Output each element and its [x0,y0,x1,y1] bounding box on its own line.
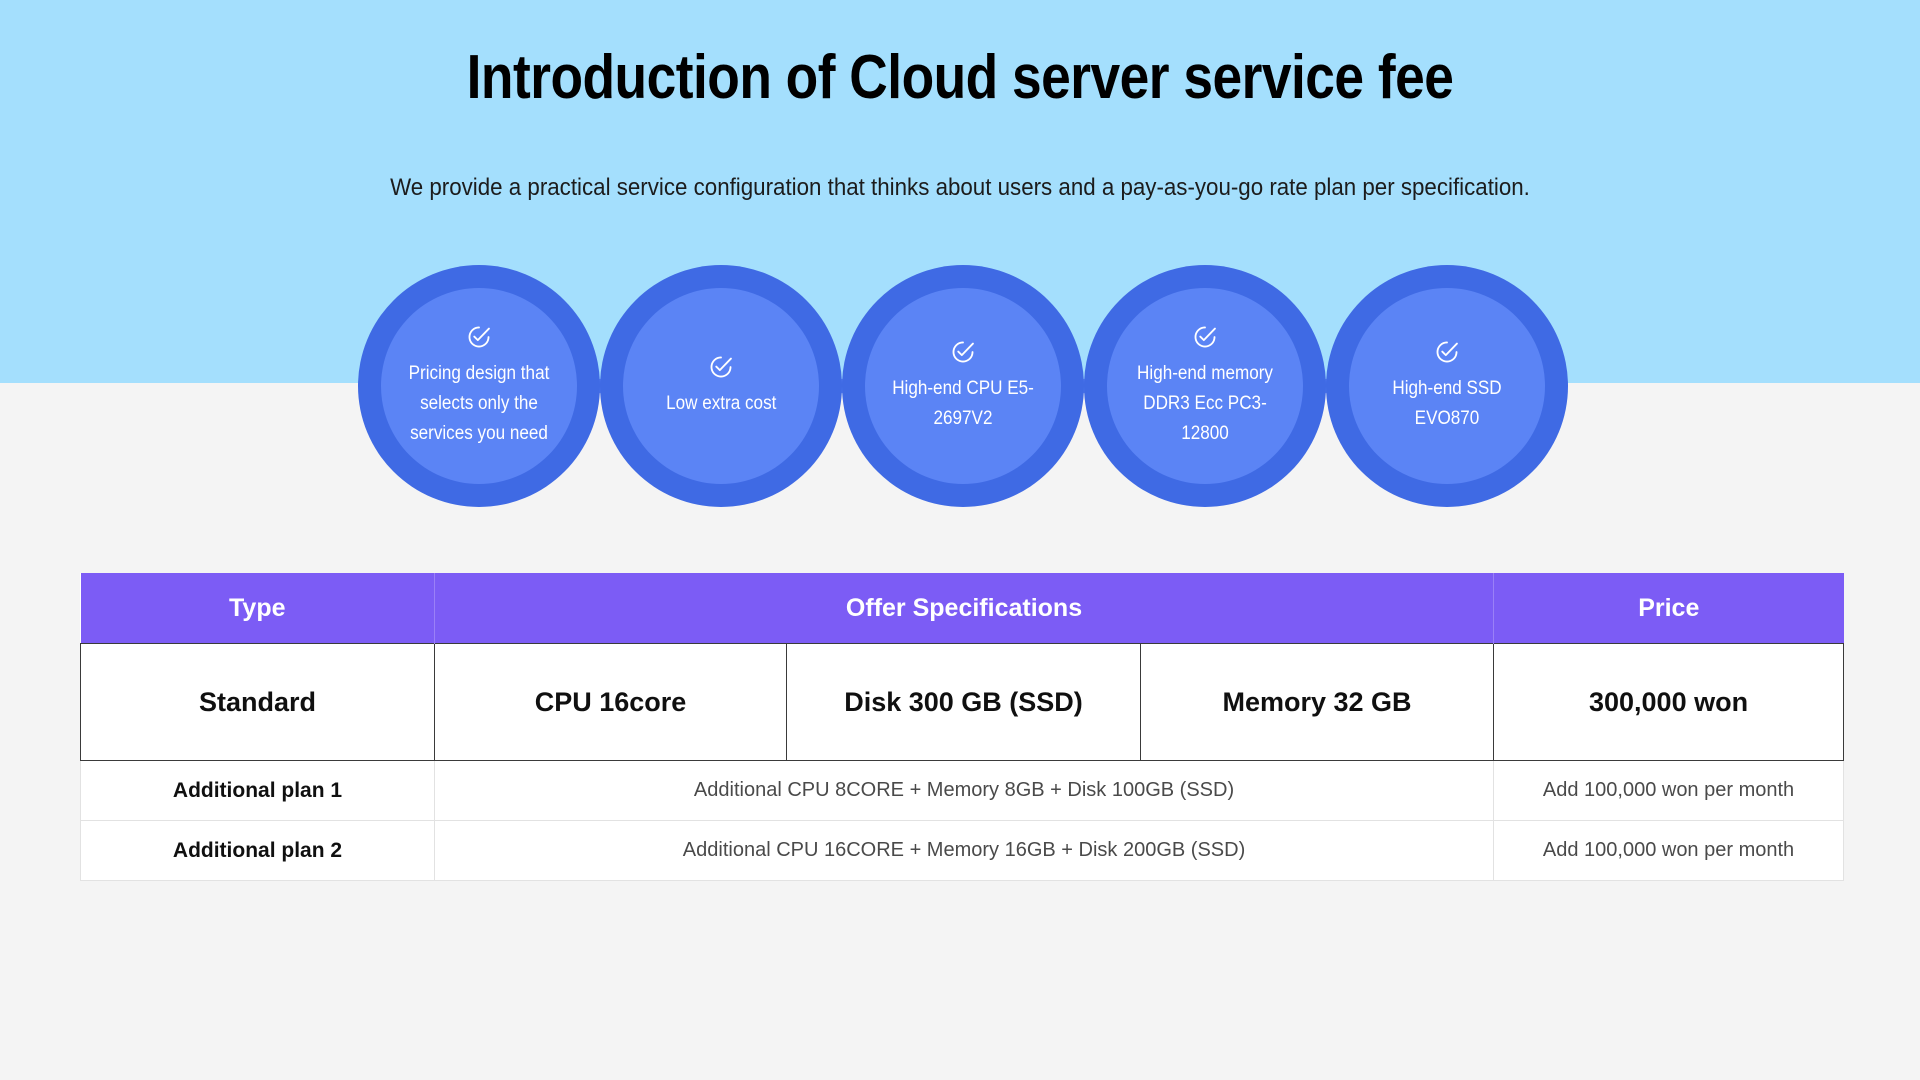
page-title: Introduction of Cloud server service fee [466,43,1454,112]
column-header-specifications: Offer Specifications [434,573,1495,644]
cell-addon1-price: Add 100,000 won per month [1493,760,1845,821]
cell-standard-type: Standard [80,643,435,761]
feature-circle-high-end-cpu[interactable]: High-end CPU E5-2697V2 [842,265,1084,507]
feature-circle-inner: High-end CPU E5-2697V2 [865,288,1061,484]
cell-standard-cpu: CPU 16core [434,643,787,761]
feature-circle-low-extra-cost[interactable]: Low extra cost [600,265,842,507]
feature-circle-label: High-end SSD EVO870 [1392,377,1502,429]
check-circle-icon [468,326,490,347]
feature-circle-inner: Low extra cost [623,288,819,484]
feature-circle-label: Pricing design that selects only the ser… [408,362,550,444]
page-subtitle: We provide a practical service configura… [390,174,1530,201]
feature-circle-label: High-end memory DDR3 Ecc PC3-12800 [1137,362,1273,444]
feature-circle-high-end-memory[interactable]: High-end memory DDR3 Ecc PC3-12800 [1084,265,1326,507]
cell-addon1-type: Additional plan 1 [80,760,435,821]
check-circle-icon [710,356,732,377]
cell-addon1-spec: Additional CPU 8CORE + Memory 8GB + Disk… [433,760,1495,821]
feature-circle-inner: High-end memory DDR3 Ecc PC3-12800 [1107,288,1303,484]
feature-circle-high-end-ssd[interactable]: High-end SSD EVO870 [1326,265,1568,507]
feature-circle-row: Pricing design that selects only the ser… [358,265,1568,507]
column-header-type: Type [80,573,435,644]
column-header-price: Price [1493,573,1844,644]
cell-standard-memory: Memory 32 GB [1139,643,1495,761]
cell-addon2-type: Additional plan 2 [80,820,435,881]
check-circle-icon [1436,341,1458,362]
feature-circle-label: Low extra cost [665,392,777,414]
feature-circle-inner: High-end SSD EVO870 [1349,288,1545,484]
table-row-additional-plan-2: Additional plan 2 Additional CPU 16CORE … [80,820,1845,881]
table-row-additional-plan-1: Additional plan 1 Additional CPU 8CORE +… [80,760,1845,821]
pricing-table: Type Offer Specifications Price Standard… [80,573,1845,881]
feature-circle-label: High-end CPU E5-2697V2 [892,377,1034,429]
feature-circle-pricing-design[interactable]: Pricing design that selects only the ser… [358,265,600,507]
cell-addon2-spec: Additional CPU 16CORE + Memory 16GB + Di… [433,820,1495,881]
table-header-row: Type Offer Specifications Price [80,573,1844,644]
cell-standard-disk: Disk 300 GB (SSD) [786,643,1141,761]
cell-addon2-price: Add 100,000 won per month [1493,820,1845,881]
feature-circle-inner: Pricing design that selects only the ser… [381,288,577,484]
check-circle-icon [1194,326,1216,347]
cell-standard-price: 300,000 won [1493,643,1845,761]
check-circle-icon [952,341,974,362]
table-row-standard: Standard CPU 16core Disk 300 GB (SSD) Me… [80,643,1845,761]
